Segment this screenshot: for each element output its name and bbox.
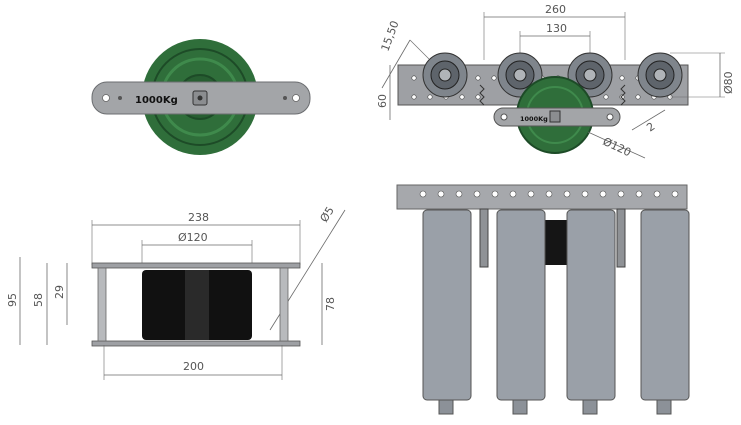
cylinder-3 <box>566 209 616 415</box>
dim-200: 200 <box>183 360 204 373</box>
render-drawing <box>396 184 690 415</box>
dim-phi120-b: Ø120 <box>178 231 208 244</box>
axle-center <box>197 95 203 101</box>
cylinder-2 <box>496 209 546 415</box>
render-rail-holes <box>419 190 679 198</box>
top-view-drawing: 238 Ø120 Ø5 95 58 29 78 200 <box>6 204 346 380</box>
dim-260: 260 <box>545 3 566 16</box>
dim-60: 60 <box>376 94 389 108</box>
render-panel <box>395 182 695 422</box>
spring-left <box>479 84 485 106</box>
left-post <box>97 267 107 342</box>
dim-95: 95 <box>6 293 19 307</box>
front-view-drawing: 1000Kg <box>91 39 311 155</box>
top-view-panel: 238 Ø120 Ø5 95 58 29 78 200 <box>0 195 370 395</box>
side-view-panel: 260 130 15,50 60 <box>370 0 741 175</box>
dim-29: 29 <box>53 285 66 299</box>
bottom-plate <box>91 340 301 347</box>
plate-hole-mid-right <box>283 96 287 100</box>
cylinder-1 <box>422 209 472 415</box>
plate-hole-mid-left <box>118 96 122 100</box>
plate-hole-right <box>292 94 300 102</box>
dim-238: 238 <box>188 211 209 224</box>
dim-phi120: Ø120 <box>601 135 633 159</box>
cylinder-4 <box>640 209 690 415</box>
roller-4 <box>637 52 683 98</box>
dim-phi5: Ø5 <box>318 204 337 224</box>
spring-right <box>620 84 626 106</box>
roller-2 <box>497 52 543 98</box>
dim-phi80: Ø80 <box>722 71 735 94</box>
top-plate <box>91 262 301 269</box>
plate-hole-left <box>102 94 110 102</box>
dim-78: 78 <box>324 297 337 311</box>
roller-1 <box>422 52 468 98</box>
dim-15-50: 15,50 <box>379 19 402 53</box>
front-view-panel: 1000Kg <box>80 30 330 160</box>
capacity-label: 1000Kg <box>135 95 178 106</box>
dim-130: 130 <box>546 22 567 35</box>
dim-2: 2 <box>644 120 657 135</box>
side-view-drawing: 260 130 15,50 60 <box>376 3 735 159</box>
wheel-highlight <box>185 270 209 340</box>
right-post <box>279 267 289 342</box>
dim-58: 58 <box>32 293 45 307</box>
side-capacity-label: 1000Kg <box>520 115 548 123</box>
